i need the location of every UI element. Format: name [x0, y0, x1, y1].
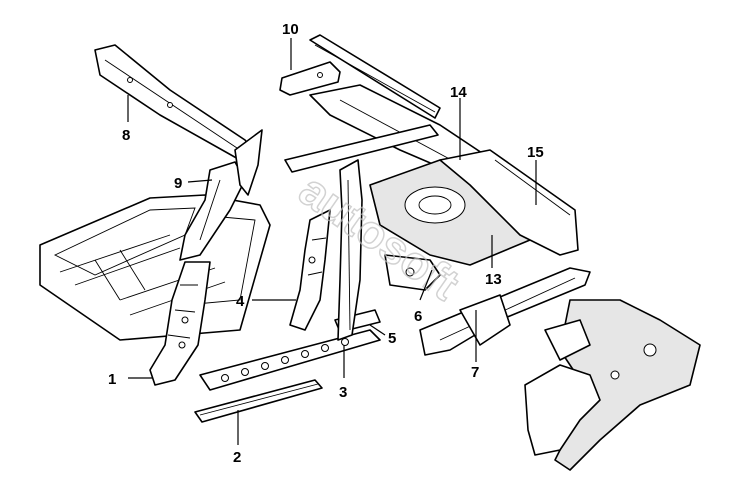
- part-4-b-pillar-inner: [289, 209, 331, 331]
- callout-10: 10: [282, 21, 299, 38]
- callout-6: 6: [414, 308, 422, 325]
- callout-9: 9: [174, 175, 182, 192]
- callout-3: 3: [339, 384, 347, 401]
- part-3-side-sill: [199, 329, 381, 391]
- part-2-sill-reinforcement: [194, 379, 323, 423]
- a-pillar-front-post: [234, 129, 263, 196]
- rear-wheelhouse-inner: [524, 299, 701, 471]
- callout-1: 1: [108, 371, 116, 388]
- part-7-rear-side-member: [419, 267, 591, 356]
- part-8-roof-side-rail: [94, 44, 256, 161]
- floor-pan: [39, 194, 271, 341]
- callout-13: 13: [485, 271, 502, 288]
- callout-8: 8: [122, 127, 130, 144]
- roof-crossmember: [284, 124, 439, 173]
- b-pillar-outer: [337, 159, 363, 341]
- callout-2: 2: [233, 449, 241, 466]
- roof-rear-rail: [309, 34, 441, 119]
- callout-7: 7: [471, 364, 479, 381]
- leader-lines: [127, 38, 537, 445]
- part-6-crossmember: [384, 254, 441, 291]
- callout-14: 14: [450, 84, 467, 101]
- callout-4: 4: [236, 293, 245, 310]
- callout-15: 15: [527, 144, 544, 161]
- callout-5: 5: [388, 330, 396, 347]
- part-10-bracket: [279, 61, 341, 96]
- part-15-rear-panel: [439, 149, 579, 256]
- part-1-a-pillar-lower: [149, 261, 211, 386]
